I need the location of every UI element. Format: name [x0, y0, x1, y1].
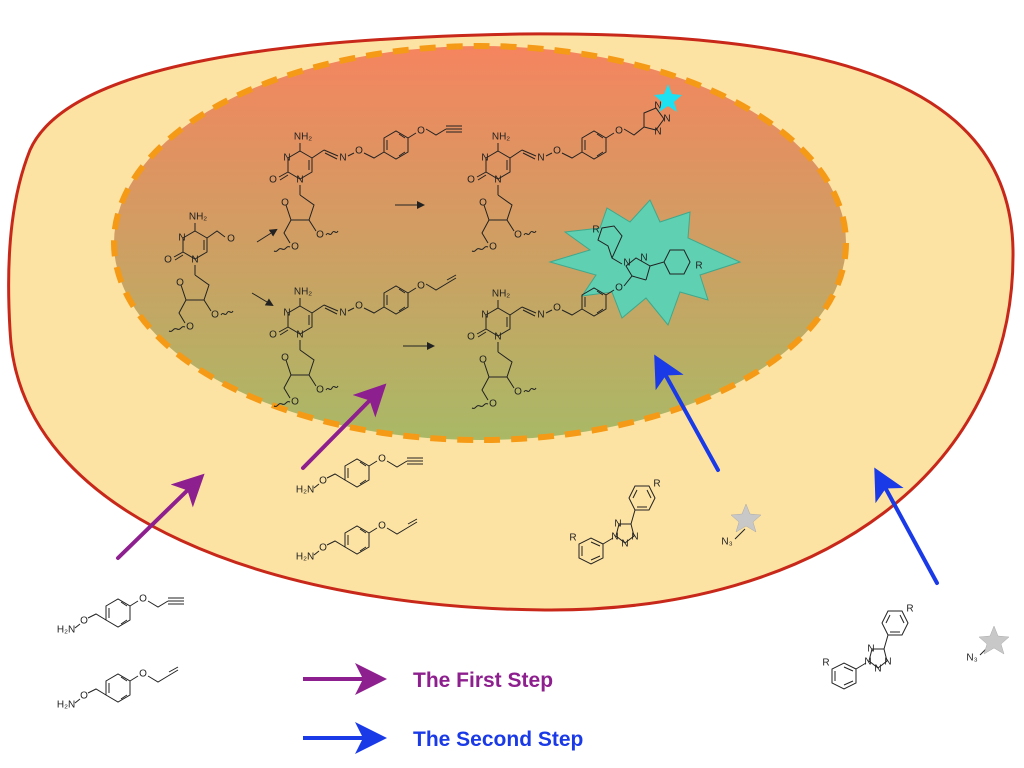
- alkene-oxime-nucleoside: NH₂: [268, 274, 457, 409]
- aminooxy-label: H₂N: [57, 700, 75, 711]
- alkyne-aminooxy-reagent-outside: H₂N: [57, 593, 185, 636]
- pyrazoline-labeled-nucleoside: NH₂ N N R R: [466, 225, 703, 411]
- first-step-arrows: [116, 383, 387, 560]
- svg-text:N: N: [654, 127, 661, 138]
- amine-label: NH₂: [189, 212, 207, 223]
- first-step-label: The First Step: [413, 669, 553, 692]
- nucleus: [111, 43, 849, 443]
- azide-dye-star-outside-icon: [978, 625, 1010, 655]
- amine-label: NH₂: [492, 132, 510, 143]
- aminooxy-label: H₂N: [296, 485, 314, 496]
- fluorescent-dye-star-icon: [654, 84, 682, 112]
- amine-label: NH₂: [492, 289, 510, 300]
- amine-label: NH₂: [294, 287, 312, 298]
- svg-text:N: N: [623, 258, 630, 269]
- legend: The First Step The Second Step: [303, 663, 583, 754]
- aminooxy-label: H₂N: [57, 625, 75, 636]
- alkene-aminooxy-reagent-outside: H₂N: [57, 666, 179, 711]
- svg-text:N: N: [640, 253, 647, 264]
- svg-text:O: O: [227, 234, 235, 245]
- alkyne-oxime-nucleoside: NH₂: [268, 125, 463, 254]
- amine-label: NH₂: [294, 132, 312, 143]
- svg-text:R: R: [695, 261, 702, 272]
- svg-text:R: R: [592, 225, 599, 236]
- aldehyde-nucleoside: NH₂ O: [163, 212, 235, 334]
- fluorescence-burst: [548, 199, 742, 326]
- svg-text:N: N: [663, 114, 670, 125]
- alkyne-aminooxy-reagent-in-cell: H₂N: [296, 453, 424, 496]
- triazole-labeled-nucleoside: NH₂ N N N: [466, 101, 671, 254]
- alkene-aminooxy-reagent-in-cell: H₂N: [296, 518, 418, 563]
- tetrazole-reagent-outside: [821, 603, 915, 690]
- svg-text:N: N: [654, 101, 661, 112]
- reaction-arrows: [251, 201, 435, 350]
- second-step-arrows: [654, 354, 939, 585]
- aminooxy-label: H₂N: [296, 552, 314, 563]
- azide-dye-star-icon: [730, 503, 762, 533]
- second-step-label: The Second Step: [413, 728, 583, 751]
